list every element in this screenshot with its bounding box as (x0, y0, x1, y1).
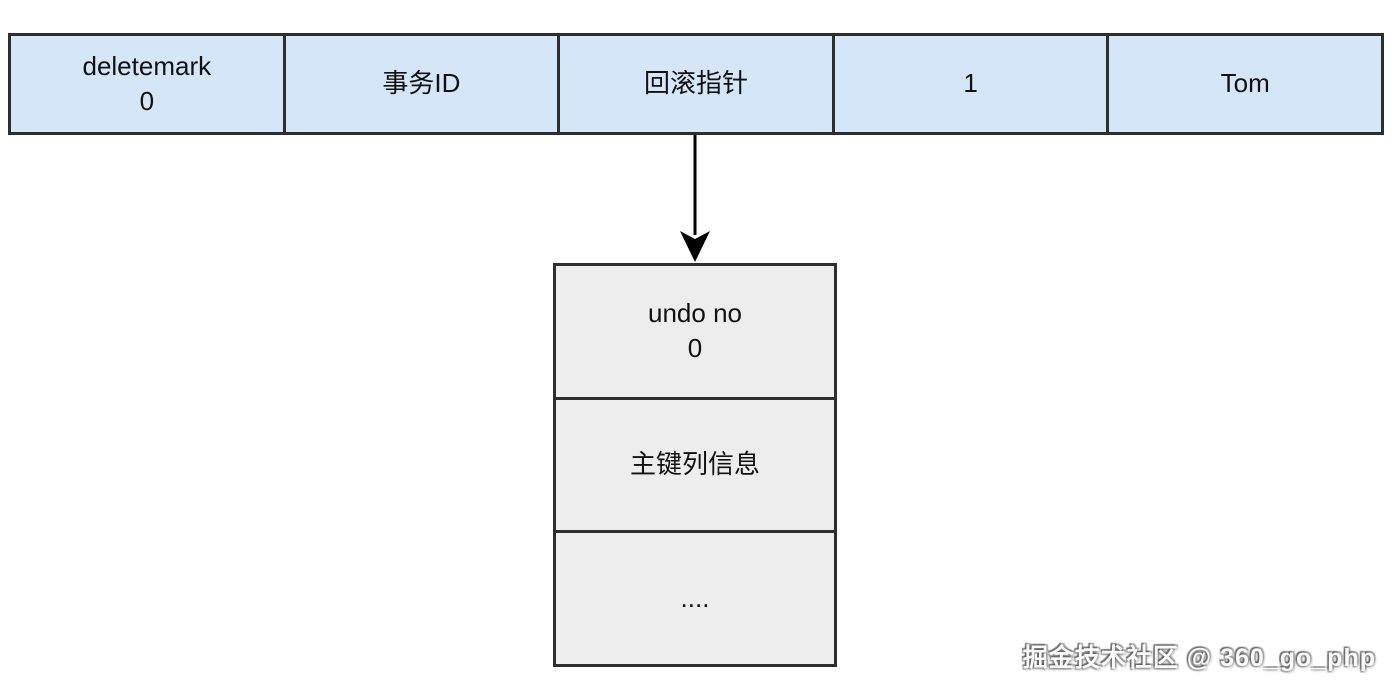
record-cell-trx-id: 事务ID (285, 36, 561, 132)
record-cell-trx-id-label: 事务ID (382, 68, 461, 99)
record-cell-name-value: Tom (1109, 36, 1381, 132)
record-cell-deletemark-label: deletemark (82, 50, 212, 81)
undo-cell-undo-no: undo no 0 (556, 266, 834, 400)
undo-cell-undo-no-label: undo no (648, 298, 742, 329)
rollback-pointer-arrow (680, 135, 710, 262)
record-cell-name-value-label: Tom (1220, 68, 1270, 99)
undo-cell-ellipsis-label: .... (680, 583, 710, 614)
record-cell-rollback-pointer-label: 回滚指针 (643, 68, 748, 99)
record-cell-id-value-label: 1 (963, 68, 978, 99)
record-cell-deletemark: deletemark 0 (11, 36, 286, 132)
undo-cell-ellipsis: .... (556, 533, 834, 665)
undo-log-box: undo no 0 主键列信息 .... (553, 263, 837, 667)
watermark: 掘金技术社区 @ 360_go_php (1022, 644, 1376, 672)
undo-cell-primary-key-info: 主键列信息 (556, 399, 834, 534)
record-cell-id-value: 1 (834, 36, 1110, 132)
undo-cell-undo-no-value: 0 (687, 333, 703, 364)
record-cell-deletemark-value: 0 (139, 86, 155, 116)
record-row: deletemark 0 事务ID 回滚指针 1 Tom (8, 33, 1384, 135)
undo-cell-primary-key-info-label: 主键列信息 (629, 449, 760, 480)
record-cell-rollback-pointer: 回滚指针 (560, 36, 835, 132)
